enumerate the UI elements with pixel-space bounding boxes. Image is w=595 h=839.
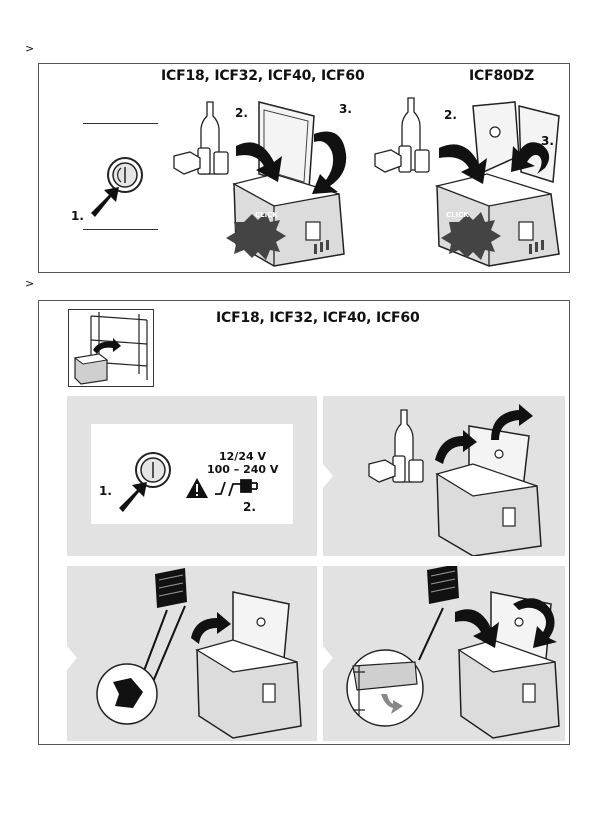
drain-and-close-illustration <box>323 566 565 741</box>
figure-1-step-1-label: 1. <box>71 209 84 223</box>
bullet-marker-1: > <box>25 43 34 54</box>
press-arrow-icon <box>91 187 119 217</box>
panel-power-connection: 1. 12/24 V 100 – 240 V 2. <box>67 396 317 556</box>
panel-drain-close <box>323 566 565 741</box>
bottle-and-cans-icon-right <box>375 98 429 172</box>
power-button-illustration-2 <box>107 446 177 516</box>
figure-1-title-right: ICF80DZ <box>469 68 534 84</box>
panel-a-step-2-label: 2. <box>243 500 256 514</box>
bottle-and-cans-icon-2 <box>369 410 423 482</box>
shelf-with-cooler-icon <box>69 310 153 386</box>
figure-1-right-step-3-label: 3. <box>541 134 554 148</box>
figure-1-left-step-2-label: 2. <box>235 106 248 120</box>
separator-line-bottom <box>83 229 158 230</box>
figure-1-left-step-3-label: 3. <box>339 102 352 116</box>
open-arrow-icon-3 <box>191 612 231 644</box>
shelf-thumbnail-frame <box>68 309 154 387</box>
figure-1-title-left: ICF18, ICF32, ICF40, ICF60 <box>161 68 365 84</box>
separator-line-top <box>83 123 158 124</box>
figure-1-right-step-2-label: 2. <box>444 108 457 122</box>
voltage-ac-label: 100 – 240 V <box>207 463 278 476</box>
figure-2-title: ICF18, ICF32, ICF40, ICF60 <box>216 310 420 326</box>
cable-icon <box>215 482 241 496</box>
panel-a-step-1-label: 1. <box>99 484 112 498</box>
bullet-marker-2: > <box>25 278 34 289</box>
bottle-and-cans-icon <box>174 102 228 174</box>
vent-grille-icon-2 <box>427 566 459 604</box>
latch-arrow-icon <box>312 132 346 195</box>
single-zone-cooler-illustration <box>164 94 354 269</box>
voltage-dc-label: 12/24 V <box>219 450 266 463</box>
vent-grille-icon <box>155 568 187 608</box>
cooler-open-lid-illustration <box>323 396 565 556</box>
plug-icon <box>241 480 257 492</box>
figure-1-frame: ICF18, ICF32, ICF40, ICF60 ICF80DZ 1. <box>38 63 570 273</box>
press-arrow-icon-2 <box>119 482 147 512</box>
click-label-right: CLICK <box>446 211 469 219</box>
ventilation-cleaning-illustration <box>67 566 317 741</box>
dual-zone-cooler-illustration <box>369 94 569 269</box>
figure-2-frame: ICF18, ICF32, ICF40, ICF60 1. 12/24 V 10… <box>38 300 570 745</box>
click-label-left: CLICK <box>255 211 278 219</box>
panel-ventilation-clean <box>67 566 317 741</box>
power-button-icon <box>108 158 142 192</box>
panel-open-lid <box>323 396 565 556</box>
warning-plug-illustration <box>185 476 275 500</box>
